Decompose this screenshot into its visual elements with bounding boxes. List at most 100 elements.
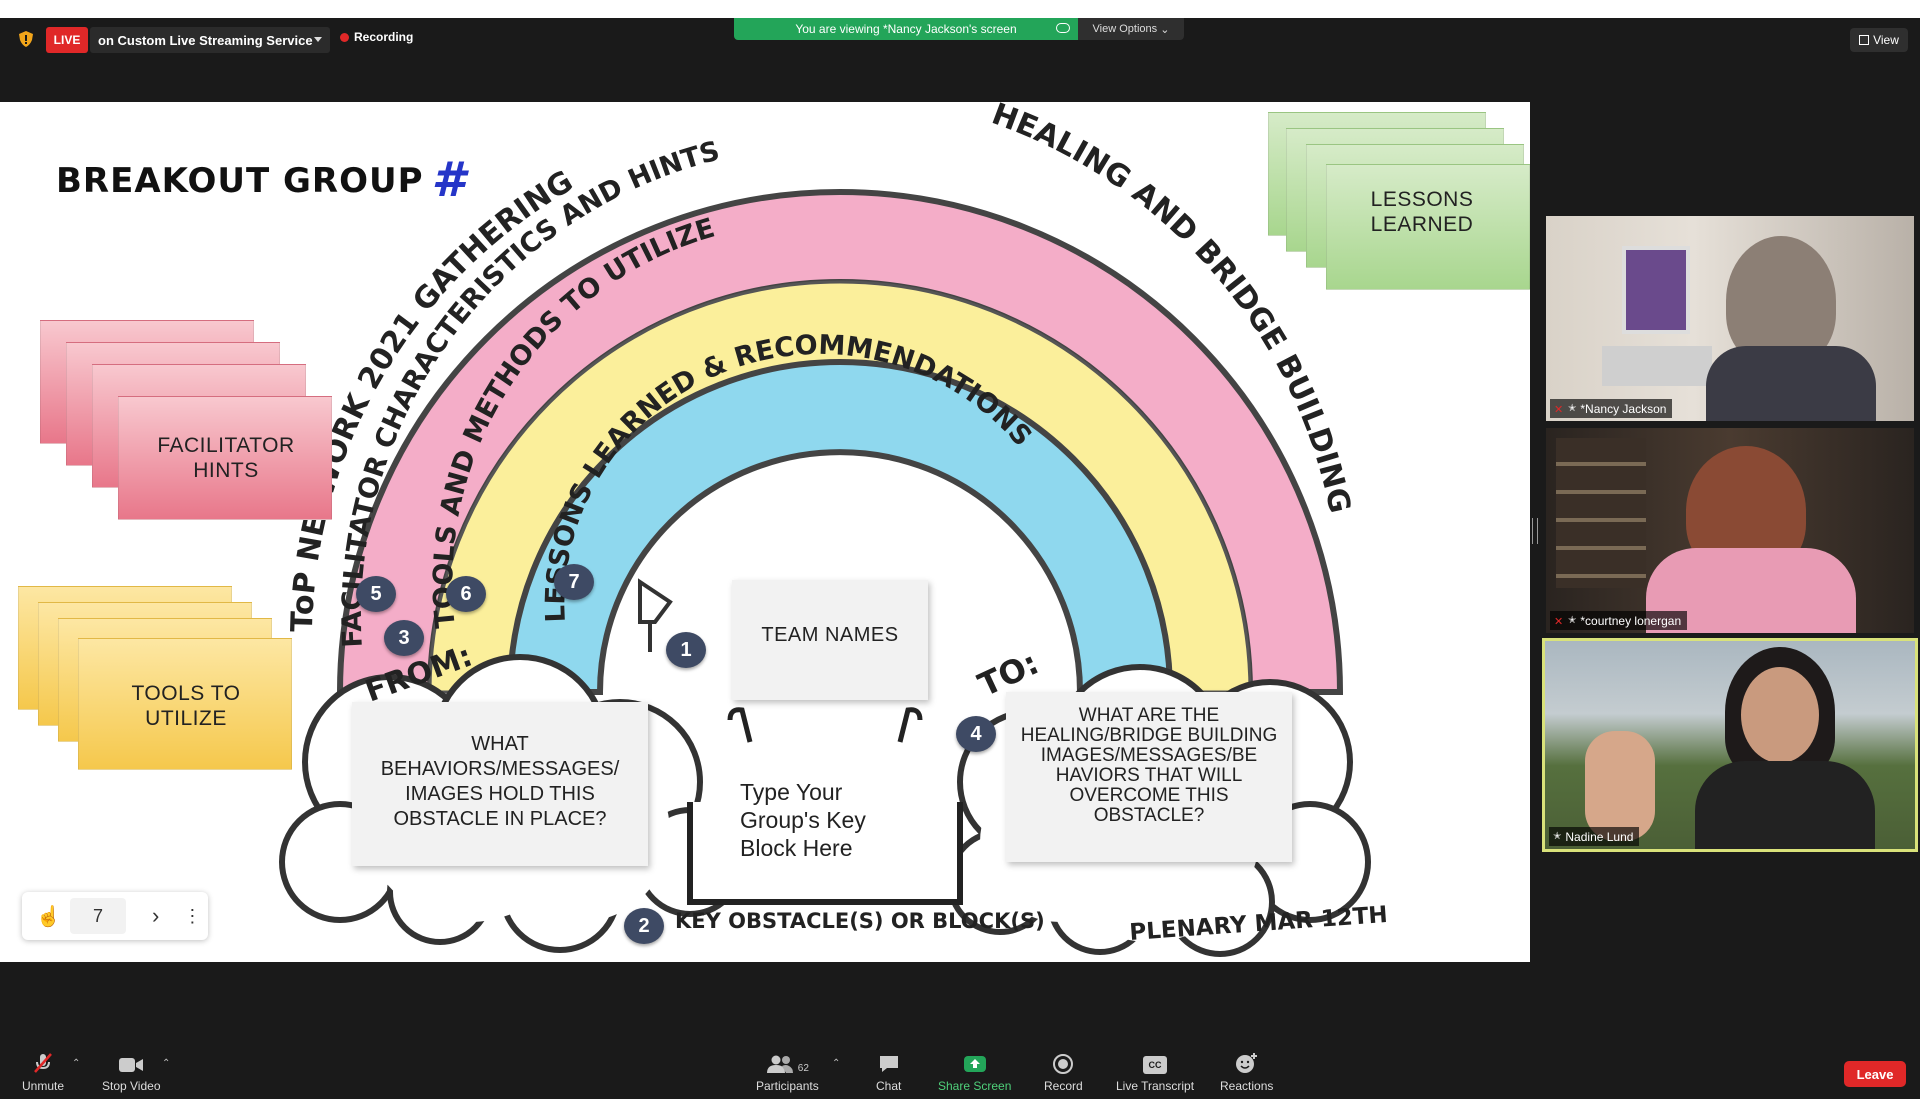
viewing-banner: You are viewing *Nancy Jackson's screen — [734, 18, 1078, 40]
chevron-down-icon — [314, 37, 322, 42]
obstacle-block-frame — [687, 802, 963, 905]
slide-navigator: ☝ 7 › ⋮ — [22, 892, 208, 940]
step-badge-1: 1 — [666, 632, 706, 668]
participants-count: 62 — [797, 1063, 809, 1074]
stream-service-label: on Custom Live Streaming Service — [98, 32, 313, 48]
video-options-caret[interactable]: ⌃ — [162, 1058, 171, 1069]
share-screen-label: Share Screen — [938, 1079, 1012, 1093]
mic-muted-icon — [32, 1052, 54, 1074]
step-badge-7: 7 — [554, 564, 594, 600]
more-options-icon[interactable]: ⋮ — [183, 906, 202, 926]
facilitator-hints-card: FACILITATOR HINTS — [118, 396, 332, 520]
from-question-text: WHAT BEHAVIORS/MESSAGES/ IMAGES HOLD THI… — [380, 733, 620, 830]
cc-glyph: CC — [1143, 1056, 1168, 1074]
participant-name-tag: ✕ ✭*courtney lonergan — [1550, 611, 1688, 630]
title-hash: # — [431, 152, 466, 208]
printer — [1602, 346, 1712, 386]
chevron-down-icon: ⌄ — [1160, 23, 1170, 36]
unmute-button[interactable]: Unmute — [22, 1052, 64, 1093]
share-screen-icon — [963, 1052, 987, 1074]
leave-button[interactable]: Leave — [1844, 1061, 1906, 1087]
tools-to-utilize-label: TOOLS TO UTILIZE — [131, 682, 241, 730]
video-tile-courtney[interactable]: ✕ ✭*courtney lonergan — [1546, 428, 1914, 633]
live-transcript-button[interactable]: CC Live Transcript — [1116, 1052, 1194, 1093]
shield-icon — [19, 31, 33, 47]
viewing-banner-text: You are viewing *Nancy Jackson's screen — [795, 22, 1017, 36]
bookshelf — [1556, 438, 1646, 588]
pin-icon: ✭ — [1568, 403, 1577, 414]
pin-icon: ✭ — [1568, 615, 1577, 626]
participant-name: *Nancy Jackson — [1580, 401, 1667, 416]
key-block-input[interactable]: Type Your Group's Key Block Here — [740, 779, 866, 861]
facilitator-hints-label: FACILITATOR HINTS — [157, 434, 295, 482]
raised-hand — [1585, 731, 1655, 841]
lessons-learned-card: LESSONS LEARNED — [1326, 164, 1530, 290]
step-badge-2: 2 — [624, 908, 664, 944]
team-names-box[interactable]: TEAM NAMES — [732, 580, 928, 700]
obstacle-bracket-right — [897, 707, 923, 743]
participant-name: Nadine Lund — [1565, 829, 1634, 844]
mic-muted-icon: ✕ — [1554, 615, 1564, 628]
lessons-learned-label: LESSONS LEARNED — [1370, 188, 1474, 236]
to-question-box[interactable]: WHAT ARE THE HEALING/BRIDGE BUILDING IMA… — [1006, 692, 1292, 862]
chat-label: Chat — [876, 1079, 902, 1093]
view-label: View — [1873, 33, 1899, 47]
participants-button[interactable]: 62 Participants — [756, 1052, 819, 1093]
video-tile-nadine-active-speaker[interactable]: ✭Nadine Lund — [1542, 638, 1918, 852]
recording-indicator[interactable]: Recording — [340, 30, 413, 44]
next-slide-icon[interactable]: › — [152, 903, 160, 928]
record-button[interactable]: Record — [1044, 1052, 1083, 1093]
share-screen-button[interactable]: Share Screen — [938, 1052, 1011, 1093]
reactions-button[interactable]: Reactions — [1220, 1052, 1273, 1093]
recording-label: Recording — [354, 30, 414, 44]
participants-label: Participants — [756, 1079, 819, 1093]
stream-service-dropdown[interactable]: on Custom Live Streaming Service — [90, 27, 330, 53]
slide-title: BREAKOUT GROUP# — [56, 152, 466, 208]
shared-screen-slide: ToP NETWORK 2021 GATHERING FACILITATOR C… — [0, 102, 1530, 962]
view-button[interactable]: View — [1850, 28, 1908, 52]
view-options-button[interactable]: View Options ⌄ — [1078, 18, 1184, 40]
unmute-label: Unmute — [22, 1079, 65, 1093]
key-obstacle-label: KEY OBSTACLE(S) OR BLOCK(S) — [675, 909, 1045, 933]
stop-video-button[interactable]: Stop Video — [102, 1052, 161, 1093]
video-camera-icon — [118, 1052, 144, 1074]
closed-caption-icon: CC — [1143, 1052, 1168, 1074]
wall-poster — [1622, 246, 1690, 334]
person-body — [1706, 346, 1876, 421]
mic-muted-icon: ✕ — [1554, 403, 1564, 416]
smiley-plus-icon — [1235, 1052, 1259, 1074]
hand-pointer-icon[interactable]: ☝ — [36, 906, 61, 928]
participants-icon — [766, 1055, 793, 1073]
step-badge-5: 5 — [356, 576, 396, 612]
view-options-label: View Options — [1092, 23, 1158, 35]
participant-name-tag: ✭Nadine Lund — [1549, 827, 1640, 846]
step-badge-4: 4 — [956, 716, 996, 752]
rainbow-blue-band — [506, 359, 1174, 695]
live-transcript-label: Live Transcript — [1116, 1079, 1195, 1093]
live-badge[interactable]: LIVE — [46, 27, 88, 53]
meeting-controls-bar — [0, 1046, 1920, 1099]
to-question-text: WHAT ARE THE HEALING/BRIDGE BUILDING IMA… — [1020, 705, 1278, 826]
rainbow-illustration: ToP NETWORK 2021 GATHERING FACILITATOR C… — [279, 102, 1389, 957]
participant-name-tag: ✕ ✭*Nancy Jackson — [1550, 399, 1673, 418]
cloud-icon — [1056, 23, 1070, 33]
record-label: Record — [1044, 1079, 1083, 1093]
participants-options-caret[interactable]: ⌃ — [832, 1058, 841, 1069]
tools-to-utilize-card: TOOLS TO UTILIZE — [78, 638, 292, 770]
record-dot-icon — [340, 32, 349, 42]
panel-resize-handle[interactable] — [1532, 518, 1538, 544]
window-top-edge — [0, 0, 1920, 18]
video-tile-nancy[interactable]: ✕ ✭*Nancy Jackson — [1546, 216, 1914, 421]
from-question-box[interactable]: WHAT BEHAVIORS/MESSAGES/ IMAGES HOLD THI… — [352, 702, 648, 866]
reactions-label: Reactions — [1220, 1079, 1274, 1093]
step-badge-3: 3 — [384, 620, 424, 656]
record-icon — [1053, 1052, 1074, 1074]
slide-page-number[interactable]: 7 — [70, 898, 126, 934]
person-body — [1695, 761, 1875, 849]
chat-button[interactable]: Chat — [876, 1052, 901, 1093]
direction-sign-icon — [638, 578, 673, 652]
mic-options-caret[interactable]: ⌃ — [72, 1058, 81, 1069]
participant-name: *courtney lonergan — [1580, 613, 1682, 628]
step-badge-6: 6 — [446, 576, 486, 612]
pin-icon: ✭ — [1553, 831, 1562, 842]
